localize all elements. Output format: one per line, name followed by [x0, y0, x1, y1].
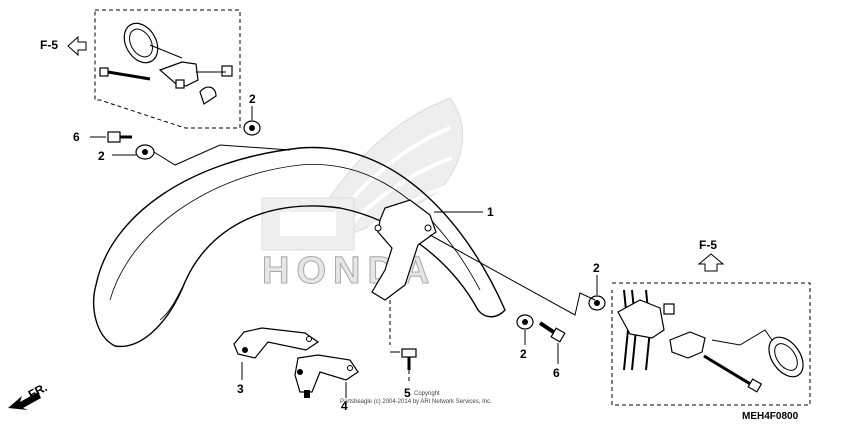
copyright-line-2: Partsbeagle (c) 2004-2014 by ARI Network…: [340, 399, 492, 405]
grommet-left: [135, 144, 155, 160]
right-long-bolt: [703, 354, 763, 393]
ref-f5-top: F-5: [40, 38, 58, 52]
fender-inner-stay: [371, 199, 437, 301]
right-stay: [617, 299, 665, 339]
bolt-5: [401, 348, 417, 370]
callout-6-left: 6: [73, 130, 80, 144]
small-nut: [221, 65, 233, 77]
copyright-line-1: Copyright: [414, 391, 440, 397]
diagram-code: MEH4F0800: [742, 411, 799, 422]
right-reflector-detail-box: [611, 282, 811, 406]
callout-4: 4: [341, 399, 348, 413]
callout-6-right: 6: [553, 366, 560, 380]
callout-1: 1: [487, 205, 494, 219]
front-fender: [92, 146, 506, 348]
front-direction-arrow-icon: [8, 392, 41, 410]
ref-f5-right: F-5: [699, 238, 717, 252]
reflector-disc: [123, 22, 159, 64]
callout-5: 5: [404, 386, 411, 400]
reflector-bolt: [99, 67, 151, 81]
callout-2-left: 2: [98, 149, 105, 163]
right-reflector-disc: [768, 336, 804, 378]
bolt-6-right: [538, 321, 566, 343]
callout-3: 3: [237, 382, 244, 396]
right-bracket: [669, 331, 706, 359]
brake-hose-clamp-3: [233, 327, 320, 359]
callout-2-top: 2: [249, 92, 256, 106]
clip: [199, 86, 217, 105]
grommet-top: [243, 120, 261, 136]
callout-2-right-upper: 2: [593, 261, 600, 275]
arrow-left-icon: [67, 35, 87, 57]
grommet-right-lower: [516, 314, 534, 330]
callout-2-right-lower: 2: [520, 347, 527, 361]
honda-wing-watermark: [261, 97, 464, 251]
arrow-up-icon: [697, 253, 725, 272]
small-nut: [175, 79, 185, 89]
small-nut: [663, 303, 675, 315]
top-reflector-detail-box: [94, 9, 241, 129]
bolt-6-left: [107, 131, 132, 143]
brake-hose-clamp-4: [294, 354, 359, 398]
